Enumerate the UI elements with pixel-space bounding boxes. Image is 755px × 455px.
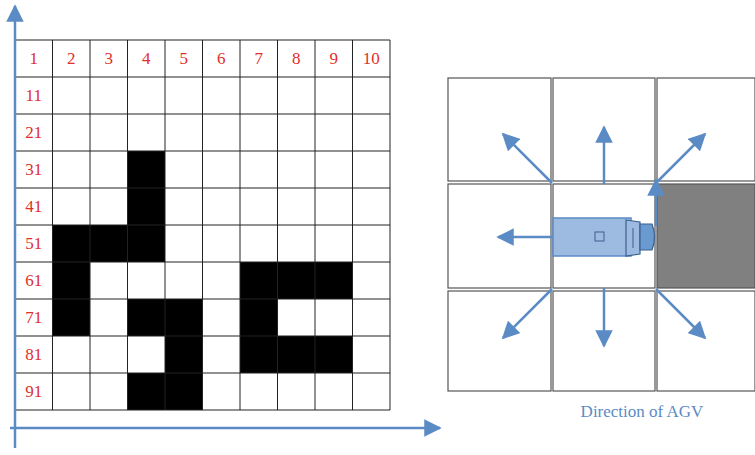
obstacle-cell bbox=[657, 184, 755, 288]
obstacle-cell bbox=[53, 299, 91, 336]
direction-arrows bbox=[498, 127, 705, 346]
grid-line bbox=[315, 40, 316, 410]
obstacle-cell bbox=[128, 373, 166, 410]
grid-line bbox=[15, 225, 390, 226]
cell-number: 81 bbox=[25, 345, 42, 365]
cell-number: 3 bbox=[105, 49, 114, 69]
obstacle-cell bbox=[240, 299, 278, 336]
cell-number: 71 bbox=[25, 308, 42, 328]
obstacle-cell bbox=[165, 299, 203, 336]
obstacle-cell bbox=[240, 336, 278, 373]
grid-line bbox=[15, 410, 390, 411]
grid-line bbox=[15, 336, 390, 337]
obstacle-cell bbox=[53, 262, 91, 299]
cell-number: 6 bbox=[217, 49, 226, 69]
obstacle-cell bbox=[128, 188, 166, 225]
grid-line bbox=[352, 40, 353, 410]
cell-number: 11 bbox=[26, 86, 42, 106]
grid-line bbox=[240, 40, 241, 410]
obstacle-cell bbox=[128, 151, 166, 188]
cell-number: 8 bbox=[292, 49, 301, 69]
obstacle-cell bbox=[128, 299, 166, 336]
obstacle-cell bbox=[315, 336, 353, 373]
obstacle-cell bbox=[315, 262, 353, 299]
y-axis bbox=[14, 6, 17, 448]
grid-line bbox=[15, 299, 390, 300]
cell-number: 10 bbox=[363, 49, 380, 69]
cell-number: 21 bbox=[25, 123, 42, 143]
cell-number: 9 bbox=[330, 49, 339, 69]
grid-line bbox=[15, 373, 390, 374]
cell-number: 7 bbox=[255, 49, 264, 69]
cell-number: 41 bbox=[25, 197, 42, 217]
x-axis bbox=[10, 427, 440, 430]
cell-number: 91 bbox=[25, 382, 42, 402]
agv-vehicle bbox=[553, 218, 655, 256]
grid-line bbox=[277, 40, 278, 410]
grid-line bbox=[390, 40, 391, 410]
figure-caption: Direction of AGV bbox=[581, 402, 704, 422]
cell-number: 51 bbox=[25, 234, 42, 254]
obstacle-cell bbox=[53, 225, 91, 262]
obstacle-cell bbox=[90, 225, 128, 262]
cell-number: 4 bbox=[142, 49, 151, 69]
direction-grid bbox=[448, 78, 755, 391]
cell-number: 61 bbox=[25, 271, 42, 291]
cell-number: 31 bbox=[25, 160, 42, 180]
obstacle-cell bbox=[128, 225, 166, 262]
cell-number: 2 bbox=[67, 49, 76, 69]
obstacle-cell bbox=[240, 262, 278, 299]
obstacle-cell bbox=[165, 336, 203, 373]
cell-number: 1 bbox=[30, 49, 39, 69]
obstacle-cell bbox=[278, 262, 316, 299]
grid-line bbox=[15, 262, 390, 263]
cell-number: 5 bbox=[180, 49, 189, 69]
grid-lines bbox=[15, 40, 390, 410]
obstacle-cell bbox=[278, 336, 316, 373]
obstacle-cell bbox=[165, 373, 203, 410]
